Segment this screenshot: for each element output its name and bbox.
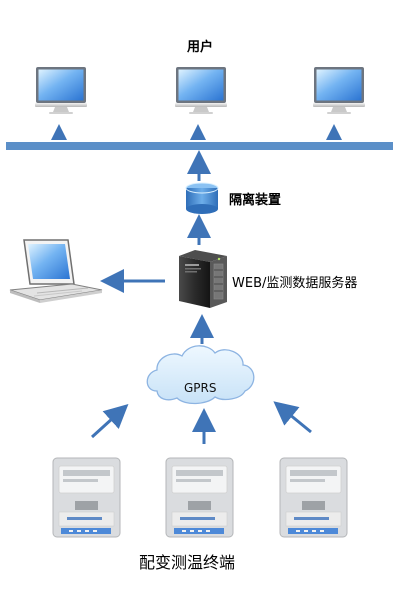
gprs-cloud-icon: [146, 345, 255, 405]
terminal-left-to-cloud-arrow: [90, 403, 129, 439]
server-icon: [179, 250, 227, 308]
terminal-label: 配变测温终端: [139, 553, 236, 572]
terminal-left-icon: [52, 457, 121, 538]
terminal-right-to-cloud-arrow: [273, 401, 312, 434]
terminal-right-icon: [279, 457, 348, 538]
user-monitor-right-icon: [313, 67, 365, 114]
users-label: 用户: [187, 40, 214, 55]
network-bus: [6, 142, 393, 150]
server-label: WEB/监测数据服务器: [232, 276, 358, 291]
gprs-label: GPRS: [184, 381, 217, 395]
laptop-icon: [9, 239, 103, 303]
isolation-device-label: 隔离装置: [229, 193, 282, 208]
user-monitor-left-icon: [35, 67, 87, 114]
isolation-device-icon: [185, 182, 219, 214]
terminal-center-icon: [165, 457, 234, 538]
user-monitor-center-icon: [175, 67, 227, 114]
